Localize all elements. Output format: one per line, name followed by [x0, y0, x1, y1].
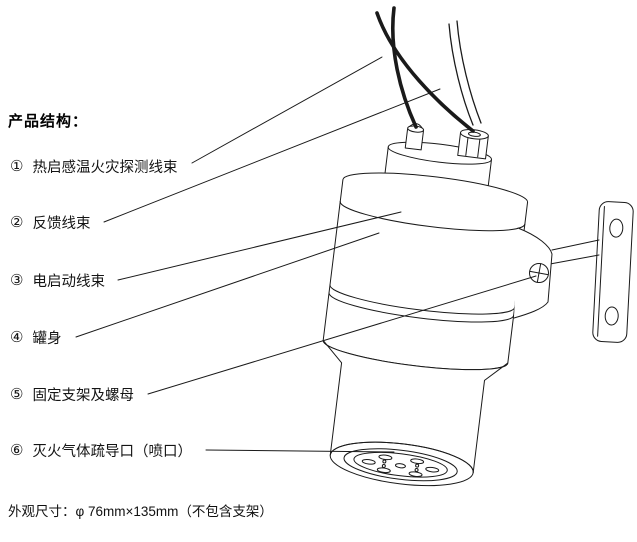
wire-harness-1 — [390, 6, 418, 129]
page-title: 产品结构： — [8, 113, 89, 130]
legend-item-2: ② 反馈线束 — [10, 212, 90, 233]
wall-plate — [592, 201, 634, 343]
leader-line-6 — [205, 449, 395, 453]
canister-body — [322, 172, 529, 371]
nozzle-plate — [329, 441, 474, 487]
wall-plate-edge — [597, 205, 605, 337]
wire-harness-3b — [456, 20, 482, 124]
wall-plate-hole-top — [609, 218, 624, 238]
legend-item-1: ① 热启感温火灾探测线束 — [10, 156, 177, 177]
item-number-5: ⑤ — [10, 386, 24, 403]
leader-line-3 — [117, 211, 402, 281]
wire-harnesses — [375, 6, 482, 133]
item-label-2: 反馈线束 — [32, 216, 91, 232]
leader-line-5 — [147, 275, 537, 395]
item-number-1: ① — [10, 158, 24, 175]
wire-harness-3a — [448, 23, 474, 126]
legend-item-4: ④ 罐身 — [10, 327, 61, 348]
item-label-4: 罐身 — [32, 331, 62, 347]
leader-lines — [75, 56, 537, 453]
leader-line-2 — [103, 88, 441, 223]
item-number-3: ③ — [10, 272, 24, 289]
clamp-band — [513, 227, 553, 319]
body-seam-top — [339, 200, 526, 232]
wire-harness-2 — [375, 11, 475, 133]
canister — [322, 123, 529, 487]
leader-line-1 — [191, 56, 383, 164]
item-label-5: 固定支架及螺母 — [32, 388, 134, 404]
bracket-arm — [549, 239, 600, 265]
item-label-3: 电启动线束 — [32, 274, 105, 290]
clamp-screw — [529, 263, 549, 283]
item-number-4: ④ — [10, 329, 24, 346]
item-label-6: 灭火气体疏导口（喷口） — [32, 444, 192, 460]
item-number-2: ② — [10, 214, 24, 231]
right-fitting — [457, 129, 489, 160]
body-seam-2 — [328, 292, 515, 323]
dimensions-note: 外观尺寸：φ 76mm×135mm（不包含支架） — [8, 504, 273, 519]
legend-item-5: ⑤ 固定支架及螺母 — [10, 384, 134, 405]
item-number-6: ⑥ — [10, 442, 24, 459]
body-seam-1 — [329, 284, 516, 315]
legend-item-6: ⑥ 灭火气体疏导口（喷口） — [10, 440, 192, 461]
leader-line-4 — [75, 232, 380, 338]
legend-item-3: ③ 电启动线束 — [10, 270, 105, 291]
item-label-1: 热启感温火灾探测线束 — [32, 160, 178, 176]
wall-plate-hole-bottom — [604, 306, 619, 326]
